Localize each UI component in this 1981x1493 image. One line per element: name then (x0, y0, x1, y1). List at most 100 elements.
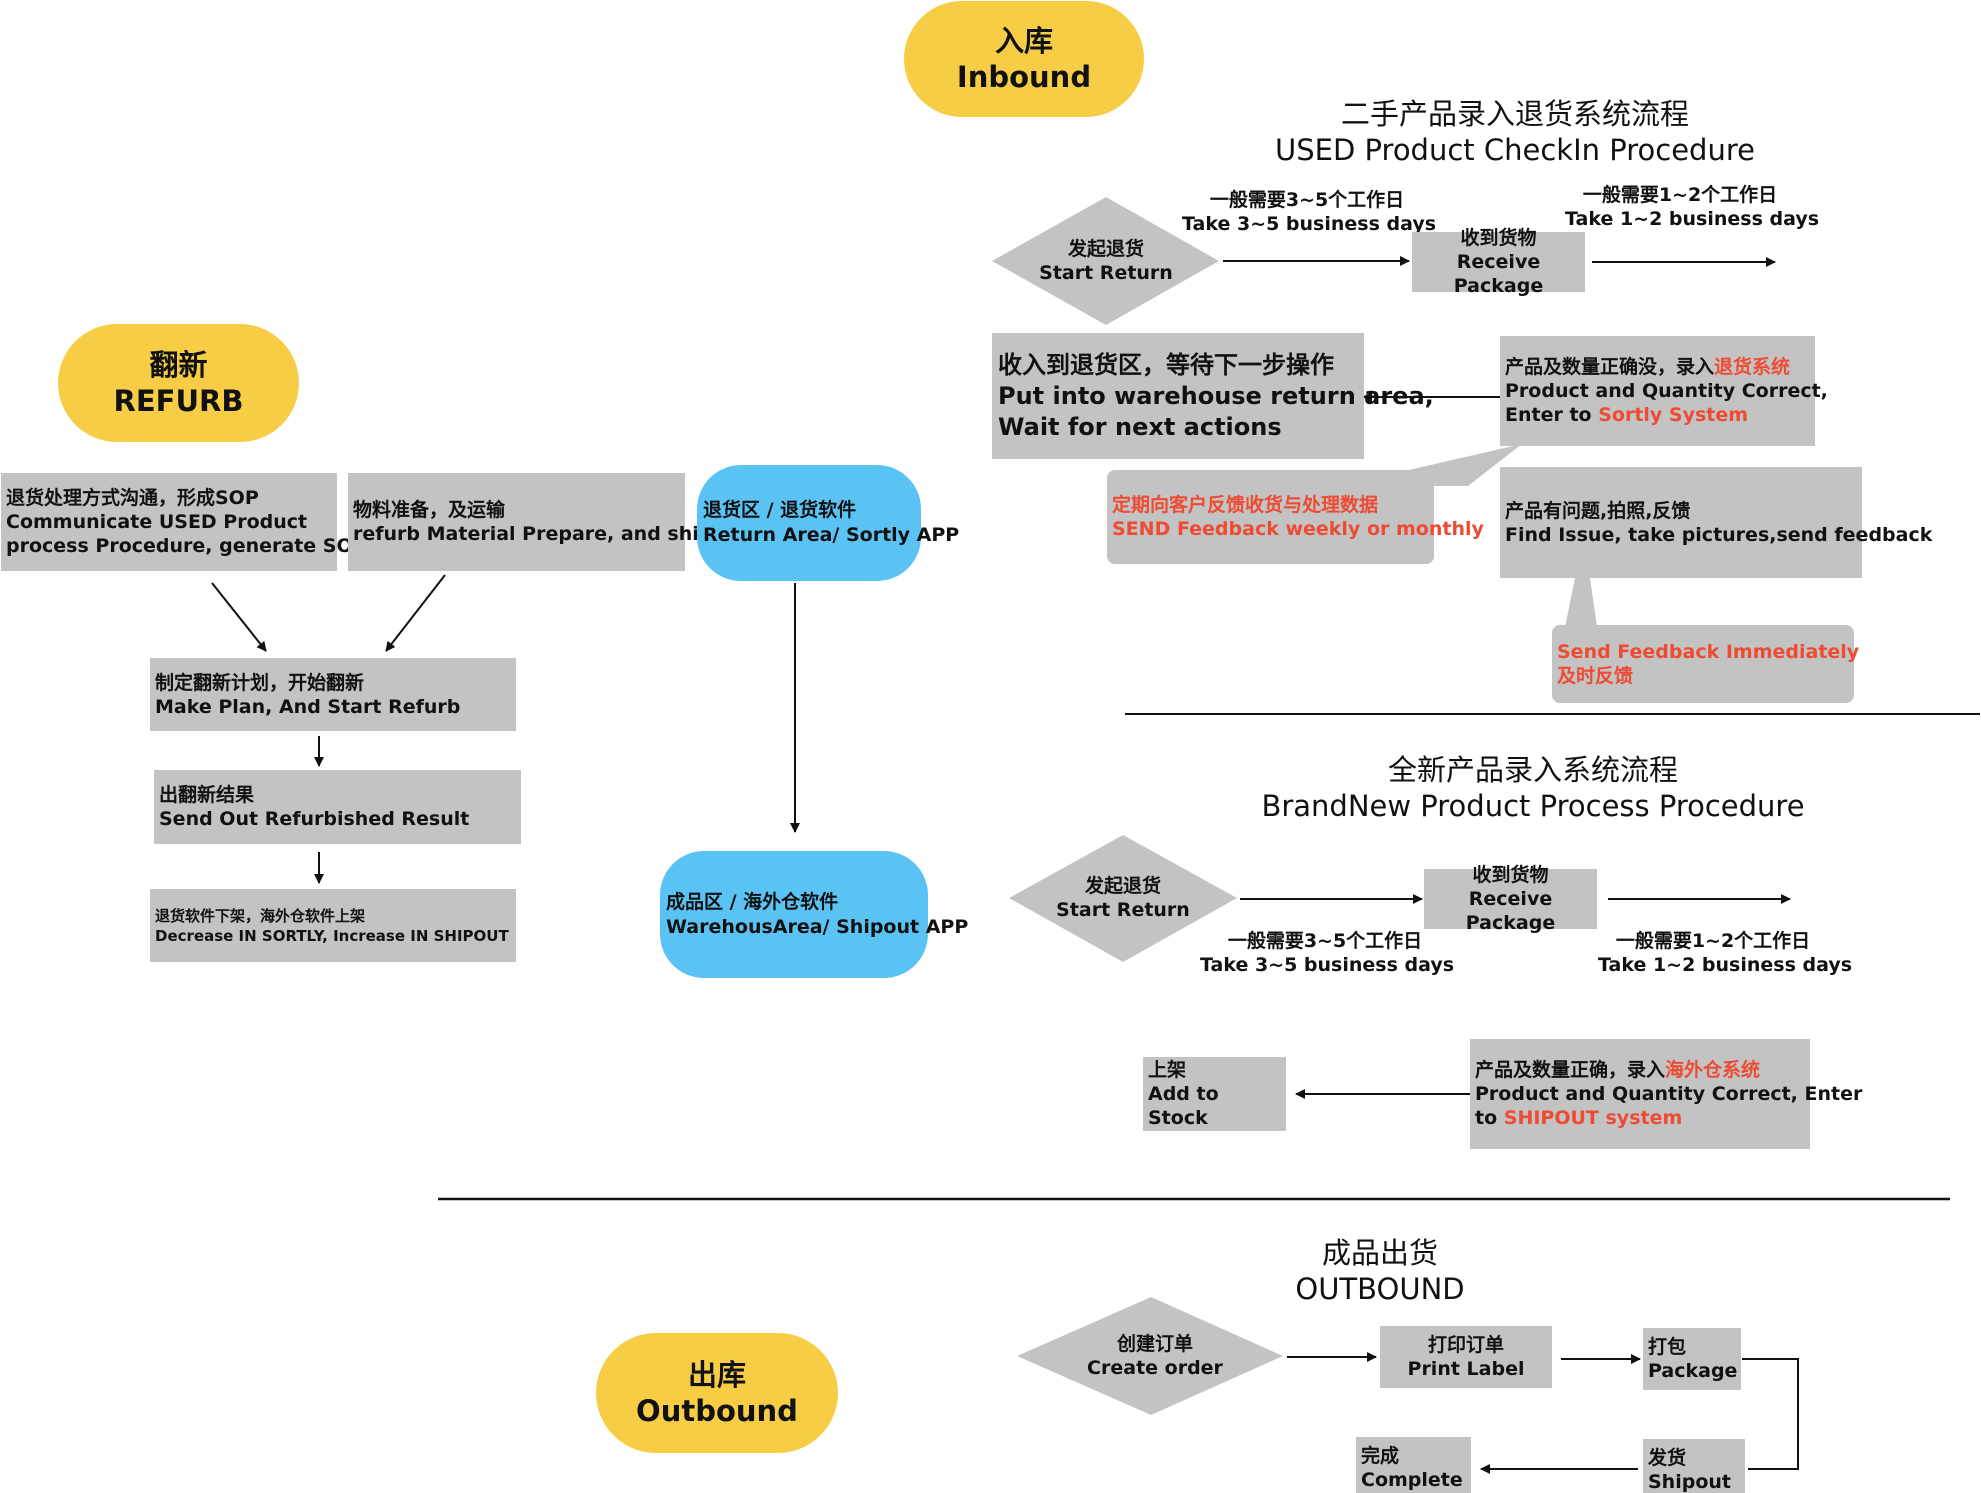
outbound-flow-title: 成品出货 OUTBOUND (1230, 1235, 1530, 1307)
outbound-print-label-box: 打印订单 Print Label (1380, 1326, 1552, 1388)
periodic-feedback-en: SEND Feedback weekly or monthly (1112, 518, 1484, 540)
outbound-create-zh: 创建订单 (1116, 1333, 1193, 1355)
outbound-complete-en: Complete (1361, 1469, 1463, 1491)
immediate-feedback-zh: 及时反馈 (1557, 665, 1634, 687)
refurb-system-en: Decrease IN SORTLY, Increase IN SHIPOUT (155, 926, 509, 945)
warehouse-area-en: WarehousArea/ Shipout APP (666, 915, 969, 938)
new-time2-en: Take 1~2 business days (1598, 954, 1853, 976)
outbound-ship-en: Shipout (1648, 1471, 1731, 1493)
used-receive-zh: 收到货物 (1460, 227, 1537, 249)
return-area-zh: 退货区 / 退货软件 (703, 499, 857, 521)
connector-package-to-ship (1742, 1358, 1799, 1470)
new-time2-zh: 一般需要1~2个工作日 (1615, 930, 1811, 952)
new-stock-en: Add to Stock (1148, 1083, 1219, 1129)
used-correct-zh: 产品及数量正确没，录入退货系统 (1505, 355, 1810, 379)
new-time1-en: Take 3~5 business days (1200, 954, 1455, 976)
new-start-return: 发起退货 Start Return (1027, 868, 1219, 928)
new-stock-box: 上架 Add to Stock (1143, 1057, 1286, 1131)
refurb-plan-box: 制定翻新计划，开始翻新 Make Plan, And Start Refurb (150, 658, 516, 731)
outbound-create-order: 创建订单 Create order (1060, 1326, 1250, 1386)
used-time2-en: Take 1~2 business days (1565, 208, 1820, 230)
refurb-sop-en-1: Communicate USED Product (6, 511, 308, 533)
outbound-label-en: Outbound (636, 1394, 798, 1428)
return-area-pill: 退货区 / 退货软件 Return Area/ Sortly APP (697, 465, 959, 581)
refurb-material-box: 物料准备，及运输 refurb Material Prepare, and sh… (348, 473, 713, 571)
new-start-zh: 发起退货 (1084, 875, 1161, 897)
inbound-label-zh: 入库 (994, 24, 1053, 58)
new-correct-check-box: 产品及数量正确，录入海外仓系统 Product and Quantity Cor… (1470, 1039, 1863, 1149)
used-flow-title-en: USED Product CheckIn Procedure (1275, 133, 1755, 167)
used-correct-zh-system: 退货系统 (1714, 356, 1791, 378)
used-issue-box: 产品有问题,拍照,反馈 Find Issue, take pictures,se… (1500, 467, 1933, 578)
refurb-result-en: Send Out Refurbished Result (159, 808, 470, 830)
new-time-note-1: 一般需要3~5个工作日 Take 3~5 business days (1200, 929, 1455, 977)
new-correct-en-1: Product and Quantity Correct, Enter (1475, 1083, 1863, 1105)
immediate-feedback-bubble: Send Feedback Immediately 及时反馈 (1552, 625, 1860, 703)
outbound-section-pill: 出库 Outbound (596, 1333, 838, 1453)
new-flow-title-en: BrandNew Product Process Procedure (1261, 789, 1805, 823)
used-start-diamond (992, 197, 1219, 325)
used-time-note-2: 一般需要1~2个工作日 Take 1~2 business days (1565, 183, 1820, 231)
refurb-plan-zh: 制定翻新计划，开始翻新 (155, 671, 365, 694)
new-time-note-2: 一般需要1~2个工作日 Take 1~2 business days (1598, 929, 1853, 977)
outbound-create-en: Create order (1087, 1357, 1223, 1379)
refurb-sop-box: 退货处理方式沟通，形成SOP Communicate USED Product … (1, 473, 367, 571)
used-flow-title: 二手产品录入退货系统流程 USED Product CheckIn Proced… (1250, 96, 1780, 168)
inbound-section-pill: 入库 Inbound (904, 1, 1144, 117)
used-correct-en-2: Enter to Sortly System (1505, 403, 1810, 427)
new-stock-zh: 上架 (1148, 1059, 1187, 1081)
new-flow-title: 全新产品录入系统流程 BrandNew Product Process Proc… (1238, 752, 1828, 824)
new-correct-en-system: SHIPOUT system (1503, 1107, 1683, 1129)
outbound-label-zh: 出库 (687, 1358, 746, 1392)
used-correct-zh-prefix: 产品及数量正确没，录入 (1505, 356, 1715, 378)
immediate-feedback-en: Send Feedback Immediately (1557, 641, 1860, 663)
new-correct-zh-prefix: 产品及数量正确，录入 (1475, 1059, 1666, 1081)
new-correct-zh-system: 海外仓系统 (1665, 1059, 1761, 1081)
outbound-flow-title-en: OUTBOUND (1295, 1272, 1465, 1306)
warehouse-area-zh: 成品区 / 海外仓软件 (666, 890, 839, 913)
outbound-package-box: 打包 Package (1643, 1328, 1741, 1390)
refurb-material-en: refurb Material Prepare, and ship (353, 523, 713, 545)
new-flow-title-zh: 全新产品录入系统流程 (1387, 753, 1678, 787)
used-time1-en: Take 3~5 business days (1182, 213, 1437, 235)
used-correct-check-box: 产品及数量正确没，录入退货系统 Product and Quantity Cor… (1500, 336, 1828, 446)
outbound-flow-title-zh: 成品出货 (1321, 1236, 1438, 1270)
create-order-diamond (1017, 1297, 1283, 1415)
new-time1-zh: 一般需要3~5个工作日 (1227, 930, 1423, 952)
new-start-en: Start Return (1056, 899, 1190, 921)
used-time1-zh: 一般需要3~5个工作日 (1209, 189, 1405, 211)
outbound-package-zh: 打包 (1648, 1336, 1687, 1358)
refurb-system-box: 退货软件下架，海外仓软件上架 Decrease IN SORTLY, Incre… (150, 889, 516, 962)
used-time2-zh: 一般需要1~2个工作日 (1582, 184, 1778, 206)
immediate-feedback-tail (1565, 578, 1597, 627)
outbound-print-zh: 打印订单 (1427, 1334, 1504, 1356)
outbound-ship-zh: 发货 (1648, 1447, 1687, 1469)
used-warehouse-en-2: Wait for next actions (998, 412, 1282, 441)
used-warehouse-zh: 收入到退货区，等待下一步操作 (998, 350, 1334, 379)
outbound-print-en: Print Label (1407, 1358, 1525, 1380)
outbound-package-en: Package (1648, 1360, 1738, 1382)
refurb-system-zh: 退货软件下架，海外仓软件上架 (155, 906, 366, 925)
used-issue-zh: 产品有问题,拍照,反馈 (1505, 499, 1691, 522)
used-start-return: 发起退货 Start Return (1010, 231, 1202, 291)
used-warehouse-return-area-box: 收入到退货区，等待下一步操作 Put into warehouse return… (992, 333, 1434, 459)
new-receive-zh: 收到货物 (1472, 864, 1549, 886)
outbound-complete-box: 完成 Complete (1356, 1437, 1471, 1493)
refurb-plan-en: Make Plan, And Start Refurb (155, 695, 461, 718)
arrow-sop-to-plan (211, 582, 267, 652)
arrow-material-to-plan (385, 574, 446, 652)
periodic-feedback-bubble: 定期向客户反馈收货与处理数据 SEND Feedback weekly or m… (1107, 470, 1484, 564)
used-issue-en: Find Issue, take pictures,send feedback (1505, 523, 1933, 546)
used-time-note-1: 一般需要3~5个工作日 Take 3~5 business days (1182, 188, 1437, 236)
used-receive-en: Receive Package (1453, 251, 1544, 297)
warehouse-area-pill: 成品区 / 海外仓软件 WarehousArea/ Shipout APP (660, 851, 969, 978)
used-warehouse-en-1: Put into warehouse return area, (998, 381, 1434, 410)
used-start-en: Start Return (1039, 262, 1173, 284)
new-correct-en-prefix: to (1475, 1107, 1504, 1129)
used-start-zh: 发起退货 (1067, 238, 1144, 260)
used-correct-en-1: Product and Quantity Correct, (1505, 380, 1828, 402)
periodic-feedback-zh: 定期向客户反馈收货与处理数据 (1112, 494, 1379, 516)
refurb-label-zh: 翻新 (149, 348, 208, 382)
